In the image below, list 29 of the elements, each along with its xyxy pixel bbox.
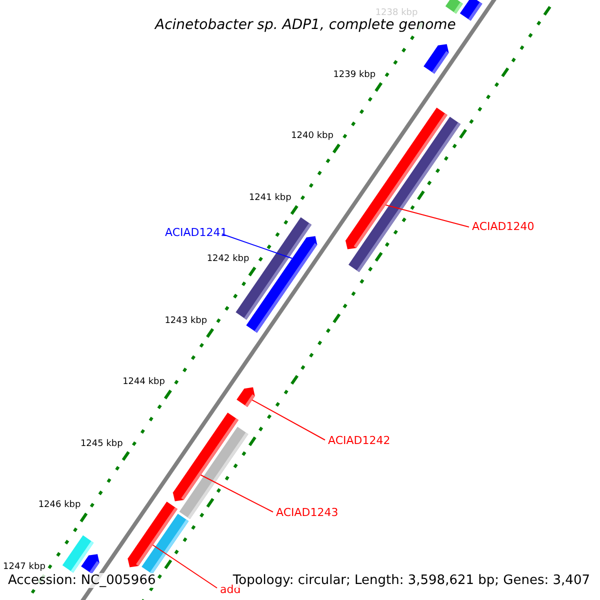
footer-note: Topology: circular; Length: 3,598,621 bp; Genes: 3,407 <box>232 573 590 588</box>
gene-label: ACIAD1240 <box>472 220 534 233</box>
gene-bar <box>460 0 482 21</box>
gene-bar <box>348 116 461 272</box>
gene-label: ACIAD1243 <box>276 506 338 519</box>
gene-bar <box>179 426 248 520</box>
leader-line <box>152 544 218 588</box>
gene-block <box>424 44 449 74</box>
scale-label: 1239 kbp <box>333 70 376 80</box>
gene-bar <box>445 0 463 14</box>
gene-label: ACIAD1242 <box>328 434 390 447</box>
gene-label: ACIAD1241 <box>165 226 228 239</box>
leader-line <box>252 400 326 440</box>
leader-line <box>222 234 293 259</box>
gene-block <box>236 387 255 407</box>
scale-label: 1247 kbp <box>3 562 46 572</box>
scale-label: 1243 kbp <box>164 316 208 326</box>
leader-line <box>200 474 274 512</box>
scale-label: 1240 kbp <box>291 131 334 142</box>
map-title: Acinetobacter sp. ADP1, complete genome <box>155 17 456 33</box>
scale-label: 1241 kbp <box>248 192 292 203</box>
leader-line <box>385 204 470 228</box>
scale-label: 1244 kbp <box>122 377 165 388</box>
scale-label: 1242 kbp <box>206 254 250 264</box>
scale-label: 1245 kbp <box>80 438 123 449</box>
footer-note: Accession: NC_005966 <box>8 573 156 588</box>
gene-block <box>81 554 100 574</box>
gene-bar <box>142 514 189 574</box>
scale-label: 1246 kbp <box>38 500 81 510</box>
